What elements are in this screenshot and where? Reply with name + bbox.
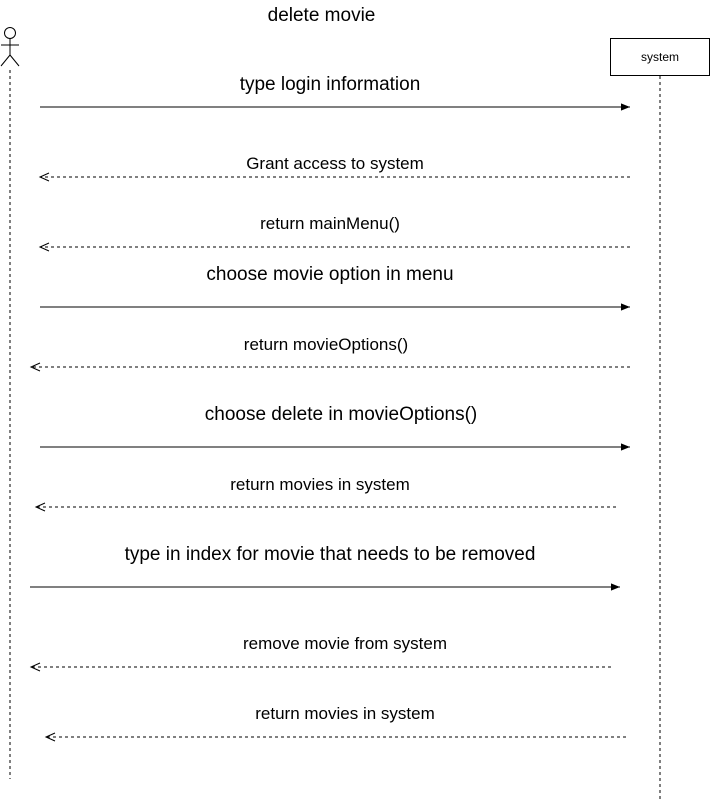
- open-arrowhead: [29, 362, 41, 372]
- message-label: choose delete in movieOptions(): [204, 404, 478, 425]
- message-label: type in index for movie that needs to be…: [124, 544, 536, 565]
- open-arrowhead: [38, 172, 50, 182]
- message-label: return movies in system: [230, 475, 410, 494]
- message-label: return movies in system: [255, 704, 435, 723]
- message-label: type login information: [239, 74, 421, 95]
- message-label: choose movie option in menu: [206, 264, 454, 285]
- open-arrowhead: [38, 242, 50, 252]
- open-arrowhead: [29, 662, 41, 672]
- message-label: return movieOptions(): [243, 335, 409, 354]
- system-participant-box: system: [610, 38, 710, 76]
- open-arrowhead: [44, 732, 56, 742]
- message-label: Grant access to system: [246, 154, 424, 173]
- message-label: remove movie from system: [242, 634, 448, 653]
- diagram-title: delete movie: [267, 5, 376, 26]
- system-participant-label: system: [640, 50, 679, 64]
- open-arrowhead: [34, 502, 46, 512]
- message-label: return mainMenu(): [260, 214, 400, 233]
- stick-figure-icon: [0, 27, 20, 67]
